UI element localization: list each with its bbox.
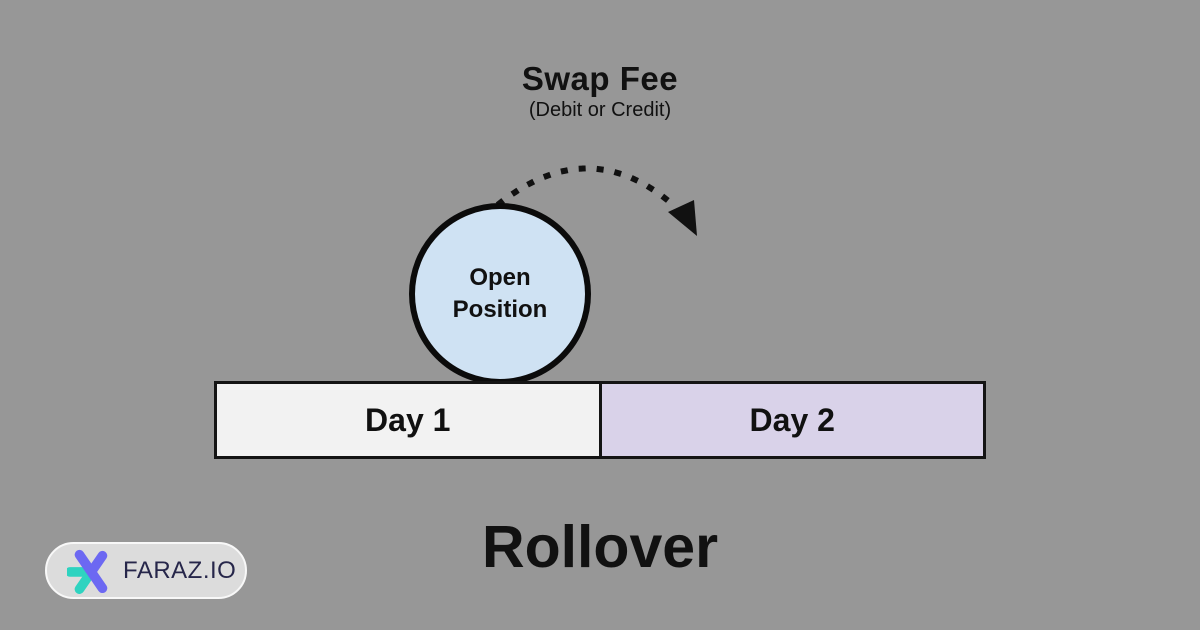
diagram-caption: Rollover [481,514,719,580]
day1-cell: Day 1 [217,384,599,456]
swap-fee-title: Swap Fee [521,60,679,97]
day2-label: Day 2 [749,401,835,438]
day2-cell: Day 2 [598,384,983,456]
day1-label: Day 1 [365,401,451,438]
timeline-bar: Day 1 Day 2 [214,381,986,459]
open-position-label: Open Position [452,264,548,323]
asterisk-icon [67,549,108,594]
open-position-node: Open Position [409,203,591,385]
brand-name: FARAZ.IO [123,556,237,584]
brand-badge: FARAZ.IO [45,542,247,599]
swap-fee-subtitle: (Debit or Credit) [528,99,672,121]
